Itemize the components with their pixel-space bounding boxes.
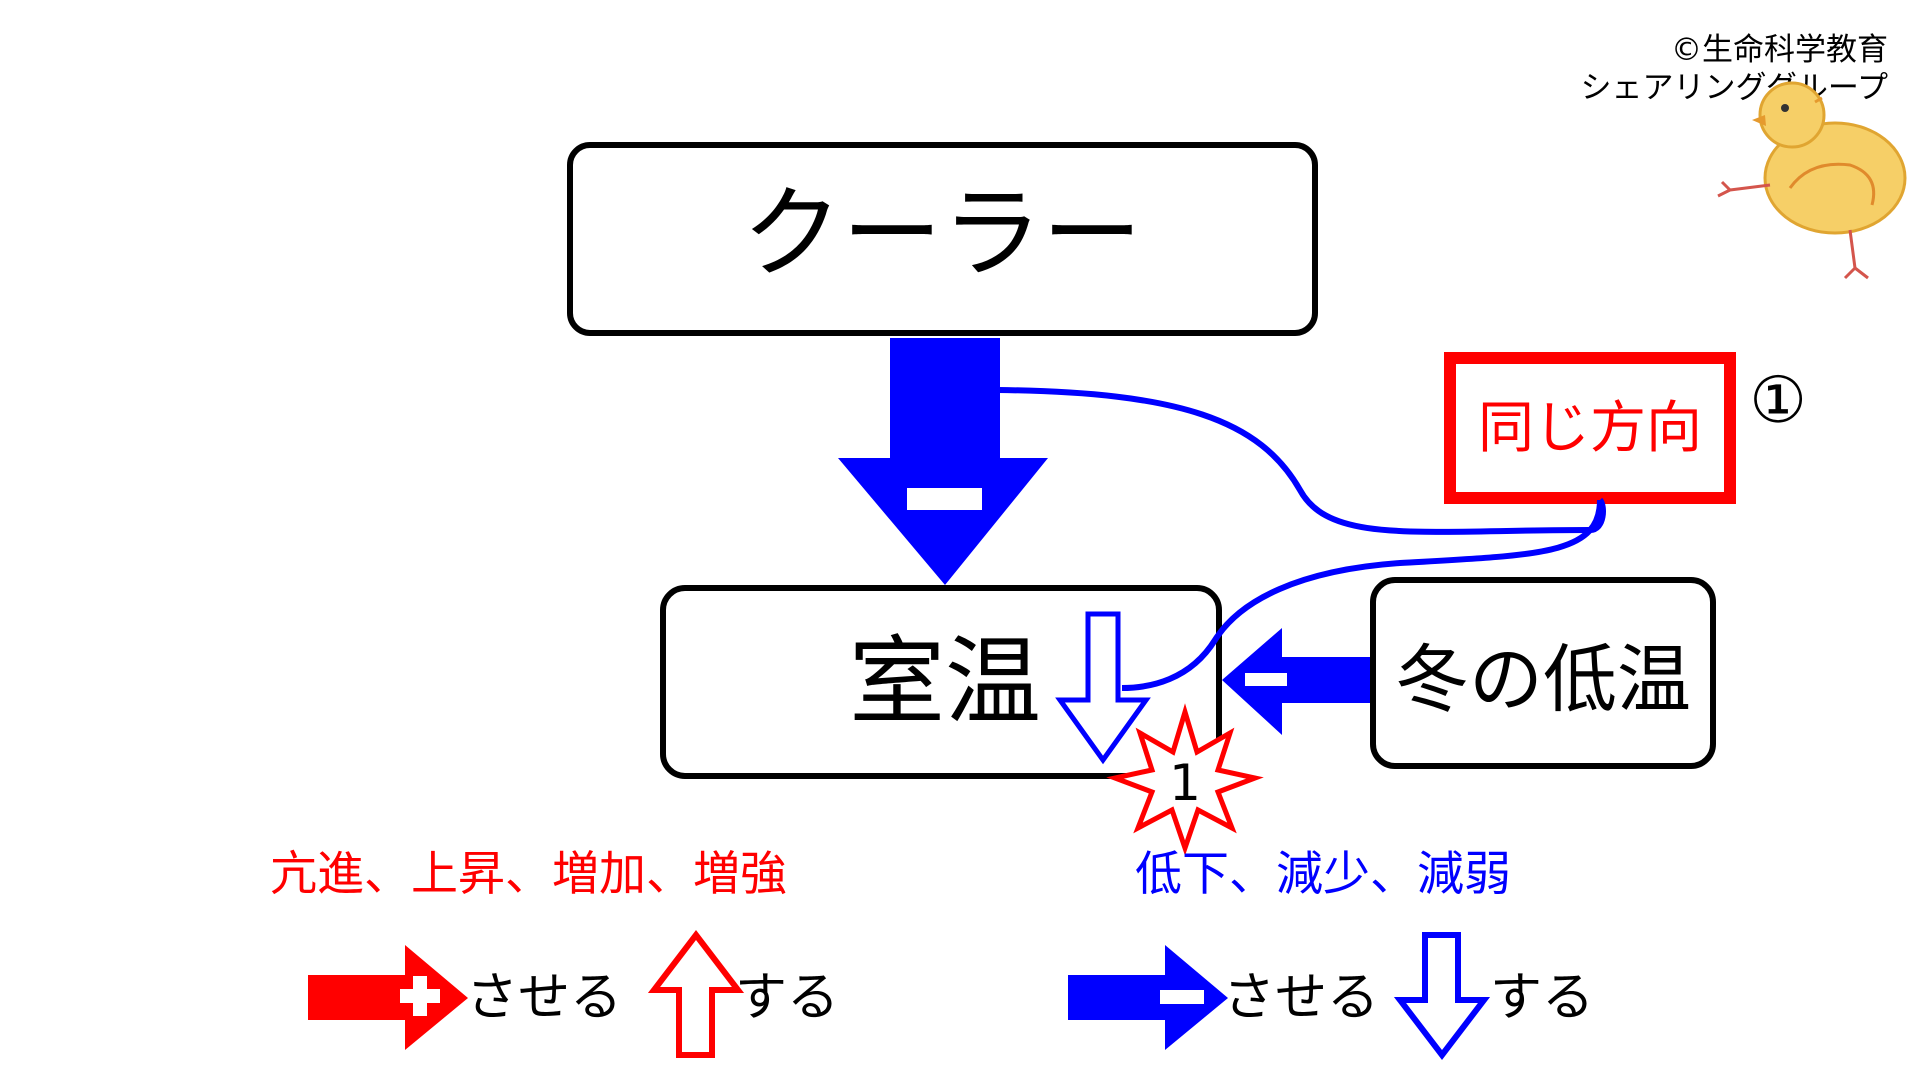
room-temp-label: 室温 <box>849 626 1041 738</box>
room-temp-down-arrow-icon <box>1055 611 1151 765</box>
winter-cold-label: 冬の低温 <box>1395 637 1691 723</box>
cooler-box <box>567 142 1318 336</box>
copyright-line2: シェアリンググループ <box>1580 70 1888 106</box>
winter-minus-arrow <box>1222 628 1370 735</box>
same-direction-label: 同じ方向 <box>1478 396 1702 461</box>
cooler-label: クーラー <box>742 175 1142 292</box>
connector-line-room <box>1121 499 1603 691</box>
copyright-line1: ©生命科学教育 <box>1671 32 1888 68</box>
red-up-arrow-icon <box>647 930 745 1058</box>
blue-minus-arrow-icon <box>1068 945 1228 1050</box>
minus-sign-icon <box>907 488 982 510</box>
decrease-words: 低下、減少、減弱 <box>1135 847 1511 902</box>
chick-illustration <box>1717 81 1907 280</box>
cooler-minus-arrow <box>838 338 1048 585</box>
blue-down-arrow-icon <box>1393 932 1491 1060</box>
red-plus-arrow-icon <box>308 945 468 1050</box>
winter-cold-box <box>1370 577 1716 769</box>
minus-sign-icon <box>1245 673 1287 686</box>
red-do-label: する <box>735 968 839 1028</box>
burst-badge: 1 <box>1106 703 1264 856</box>
same-direction-box <box>1444 352 1736 504</box>
increase-words: 亢進、上昇、増加、増強 <box>270 847 787 902</box>
blue-do-label: する <box>1490 968 1594 1028</box>
burst-number: 1 <box>1169 754 1201 812</box>
red-make-label: させる <box>466 968 622 1028</box>
blue-make-label: させる <box>1223 968 1379 1028</box>
circled-number: ① <box>1749 364 1806 438</box>
